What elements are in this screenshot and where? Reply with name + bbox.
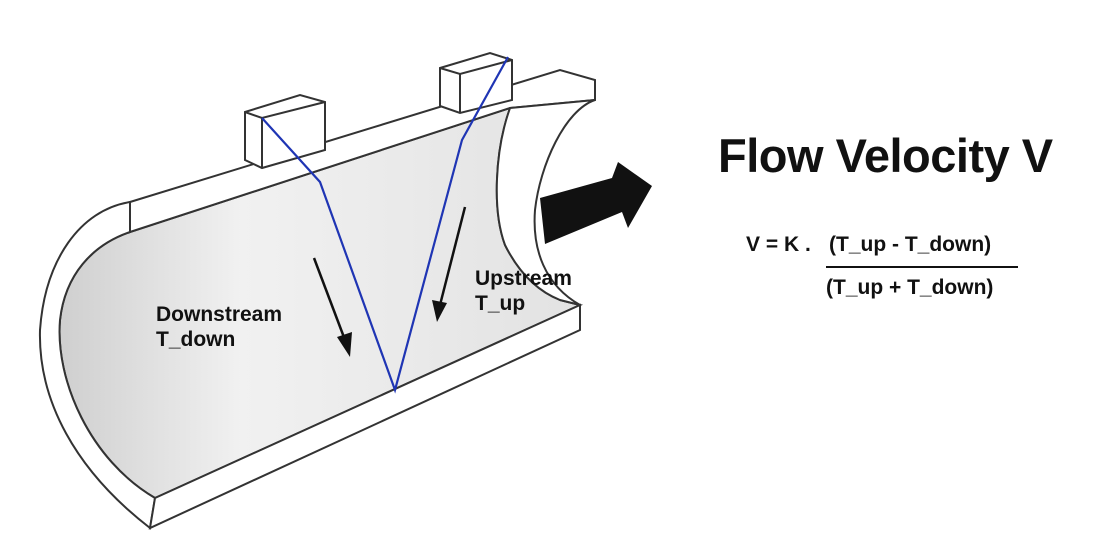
downstream-arrow	[312, 257, 352, 357]
upstream-label: Upstream T_up	[475, 266, 572, 316]
formula-lhs: V = K .	[746, 233, 811, 256]
downstream-label-line2: T_down	[156, 328, 236, 351]
formula-denominator: (T_up + T_down)	[826, 276, 994, 299]
transducer-upstream	[439, 51, 513, 115]
downstream-label: Downstream T_down	[156, 302, 282, 352]
signal-path	[261, 56, 509, 394]
upstream-arrow	[432, 206, 467, 322]
transducer-downstream	[244, 93, 326, 170]
upstream-label-line2: T_up	[475, 292, 526, 315]
downstream-label-line1: Downstream	[156, 303, 283, 326]
upstream-label-line1: Upstream	[475, 267, 572, 290]
flow-direction-arrow	[540, 162, 652, 244]
diagram-title: Flow Velocity V	[718, 129, 1053, 182]
pipe-right-rim	[495, 99, 596, 306]
formula-numerator: (T_up - T_down)	[829, 233, 992, 256]
pipe-wall-bottom	[148, 303, 581, 530]
fraction-bar	[826, 266, 1018, 268]
